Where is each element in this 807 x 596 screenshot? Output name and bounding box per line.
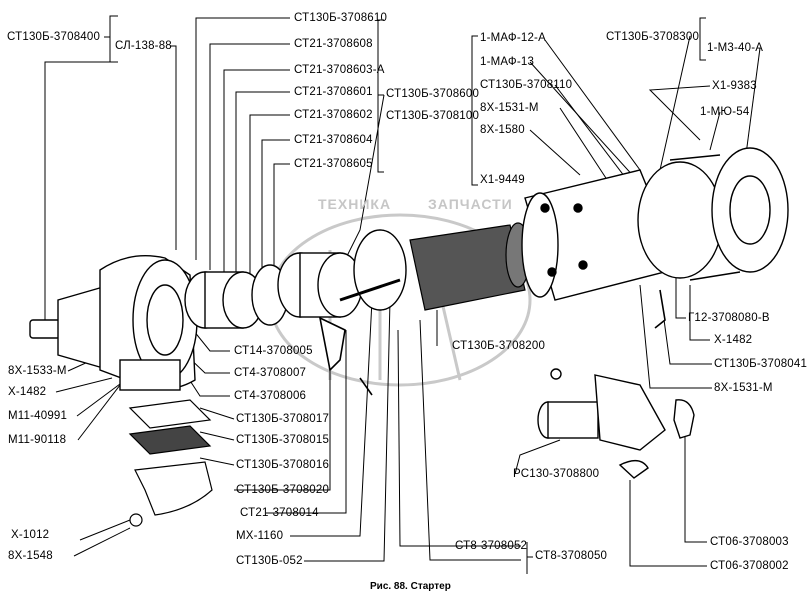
label-t5: СТ21-3708602 [294,109,373,121]
label-lft2: Х-1482 [8,386,47,398]
label-r6: Х-1482 [714,334,753,346]
label-lft4: М11-90118 [8,434,67,446]
label-st130b-3708400: СТ130Б-3708400 [7,31,101,43]
label-lft6: 8Х-1548 [8,550,53,562]
label-sl-138-88: СЛ-138-88 [115,40,172,52]
label-r8: 8Х-1531-М [714,382,773,394]
label-b7: СТ130Б-3708020 [236,484,330,496]
label-t1: СТ130Б-3708610 [294,12,388,24]
label-b6: СТ130Б-3708016 [236,459,330,471]
label-b10: СТ130Б-052 [236,555,303,567]
label-c1: РС130-3708800 [513,468,600,480]
label-c3: СТ8-3708050 [535,550,608,562]
label-r4: 1-МЮ-54 [700,106,750,118]
drive-parts [184,229,407,329]
levers [318,289,666,396]
label-a1: СТ130Б-3708200 [452,340,546,352]
label-lft1: 8Х-1533-М [8,365,67,377]
figure-caption: Рис. 88. Стартер [370,581,451,592]
label-c4: СТ06-3708003 [710,536,789,548]
label-t2: СТ21-3708608 [294,38,373,50]
label-m4: 8Х-1531-М [480,102,539,114]
label-b5: СТ130Б-3708015 [236,434,330,446]
label-g1: СТ130Б-3708600 [386,88,480,100]
drive-housing [29,255,198,391]
label-b4: СТ130Б-3708017 [236,413,330,425]
label-m5: 8Х-1580 [480,124,525,136]
leader-lines [44,15,761,574]
label-c5: СТ06-3708002 [710,560,789,572]
watermark-right: ЗАПЧАСТИ [428,196,513,212]
label-m2: 1-МАФ-13 [480,56,535,68]
label-b8: СТ21-3708014 [240,507,319,519]
end-cover [637,147,789,281]
label-b3: СТ4-3708006 [234,390,307,402]
label-r3: Х1-9383 [712,80,757,92]
label-lft3: М11-40991 [8,410,68,422]
label-r5: Г12-3708080-В [688,312,770,324]
label-lft5: Х-1012 [11,529,50,541]
label-g2: СТ130Б-3708100 [386,110,480,122]
label-m1: 1-МАФ-12-А [480,32,546,44]
solenoid [537,368,695,479]
label-m6: Х1-9449 [480,174,525,186]
label-r7: СТ130Б-3708041 [714,358,807,370]
cover-plates [128,399,213,527]
label-b1: СТ14-3708005 [234,345,313,357]
label-c2: СТ8-3708052 [455,540,528,552]
watermark-left: ТЕХНИКА [318,196,392,212]
label-t6: СТ21-3708604 [294,134,373,146]
label-t7: СТ21-3708605 [294,158,373,170]
label-t3: СТ21-3708603-А [294,64,385,76]
label-m3: СТ130Б-3708110 [480,79,573,91]
label-b2: СТ4-3708007 [234,367,307,379]
label-r1: СТ130Б-3708300 [606,31,700,43]
label-r2: 1-М3-40-А [707,42,764,54]
label-b9: МХ-1160 [236,530,284,542]
label-t4: СТ21-3708601 [294,86,373,98]
